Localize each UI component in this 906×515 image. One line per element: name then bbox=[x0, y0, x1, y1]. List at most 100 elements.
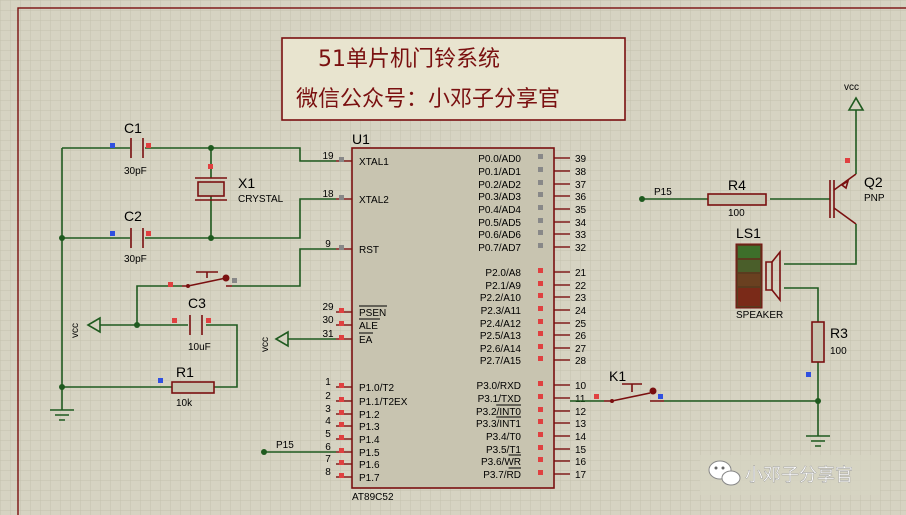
mcu-pin-right[interactable]: 23 P2.2/A10 bbox=[480, 293, 587, 304]
title-line1: 51单片机门铃系统 bbox=[318, 47, 500, 72]
pin-number: 18 bbox=[322, 189, 334, 200]
p15-net-left: P15 bbox=[261, 440, 336, 455]
reset-button[interactable] bbox=[168, 271, 237, 288]
mcu-u1[interactable]: U1 AT89C52 19XTAL118XTAL29RST29PSEN30ALE… bbox=[322, 131, 586, 503]
pin-name: P1.7 bbox=[359, 473, 380, 484]
pin-name: P2.6/A14 bbox=[480, 344, 522, 355]
pin-name: RST bbox=[359, 245, 379, 256]
r3-value: 100 bbox=[830, 346, 847, 357]
pin-number: 12 bbox=[575, 407, 587, 418]
pin-number: 35 bbox=[575, 205, 587, 216]
mcu-body[interactable] bbox=[351, 147, 555, 489]
sheet-border bbox=[17, 7, 906, 515]
r3-ref: R3 bbox=[830, 325, 848, 341]
pin-number: 9 bbox=[325, 239, 331, 250]
pin-number: 5 bbox=[325, 429, 331, 440]
watermark-text: 小邓子分享官 bbox=[745, 465, 853, 486]
p15-left-label: P15 bbox=[276, 440, 294, 451]
speaker-section: P15 R4 100 Q2 PNP vcc bbox=[639, 82, 885, 447]
resistor-r1[interactable]: R1 10k bbox=[158, 364, 215, 409]
x1-ref: X1 bbox=[238, 175, 255, 191]
capacitor-c3[interactable]: C3 10uF bbox=[172, 295, 211, 353]
q2-value: PNP bbox=[864, 193, 885, 204]
vcc-left-label: vcc bbox=[70, 323, 81, 338]
resistor-r4[interactable]: R4 100 bbox=[707, 177, 767, 219]
pin-name: P0.5/AD5 bbox=[478, 218, 521, 229]
pin-number: 7 bbox=[325, 454, 331, 465]
mcu-pin-left[interactable]: 1P1.0/T2 bbox=[325, 377, 394, 394]
wire-c1 bbox=[62, 147, 336, 162]
pin-number: 22 bbox=[575, 281, 587, 292]
resistor-r3[interactable]: R3 100 bbox=[806, 321, 848, 377]
mcu-pin-left[interactable]: 4P1.3 bbox=[325, 416, 380, 433]
oscillator-section: C1 30pF C2 30pF X1 CRYSTAL bbox=[59, 120, 336, 410]
pin-name: P1.4 bbox=[359, 435, 380, 446]
c2-value: 30pF bbox=[124, 254, 147, 265]
capacitor-c1[interactable]: C1 30pF bbox=[110, 120, 151, 177]
pin-name: P2.2/A10 bbox=[480, 293, 522, 304]
crystal-x1[interactable]: X1 CRYSTAL bbox=[195, 164, 284, 205]
capacitor-c2[interactable]: C2 30pF bbox=[110, 208, 151, 265]
pin-number: 17 bbox=[575, 470, 587, 481]
mcu-part: AT89C52 bbox=[352, 492, 394, 503]
pin-name: P2.4/A12 bbox=[480, 319, 522, 330]
watermark: 小邓子分享官 bbox=[700, 455, 880, 495]
ground-symbol-right bbox=[806, 435, 830, 447]
pin-number: 37 bbox=[575, 180, 587, 191]
k1-section: K1 bbox=[570, 368, 821, 404]
pin-name: P3.5/T1 bbox=[486, 445, 521, 456]
pin-number: 19 bbox=[322, 151, 334, 162]
mcu-pin-left[interactable]: 8P1.7 bbox=[325, 467, 380, 484]
mcu-pin-left[interactable]: 7P1.6 bbox=[325, 454, 380, 471]
pin-name: P3.3/INT1 bbox=[476, 419, 521, 430]
transistor-q2[interactable]: Q2 PNP bbox=[829, 158, 885, 225]
button-k1[interactable]: K1 bbox=[594, 368, 664, 403]
mcu-pin-left[interactable]: 3P1.2 bbox=[325, 404, 380, 421]
pin-number: 24 bbox=[575, 306, 587, 317]
pin-name: XTAL2 bbox=[359, 195, 389, 206]
mcu-pin-left[interactable]: 2P1.1/T2EX bbox=[325, 391, 407, 408]
speaker-ls1[interactable]: LS1 SPEAKER bbox=[735, 225, 783, 321]
mcu-pin-left[interactable]: 6P1.5 bbox=[325, 442, 380, 459]
pin-name: P0.7/AD7 bbox=[478, 243, 521, 254]
vcc-terminal-ea: vcc bbox=[260, 330, 336, 352]
title-line2: 微信公众号：小邓子分享官 bbox=[296, 87, 560, 112]
pin-number: 23 bbox=[575, 293, 587, 304]
mcu-pin-left[interactable]: 5P1.4 bbox=[325, 429, 380, 446]
wechat-icon bbox=[708, 460, 741, 486]
wire-vcc-left bbox=[100, 324, 238, 388]
reset-section: C3 10uF R1 10k vcc bbox=[59, 248, 336, 409]
